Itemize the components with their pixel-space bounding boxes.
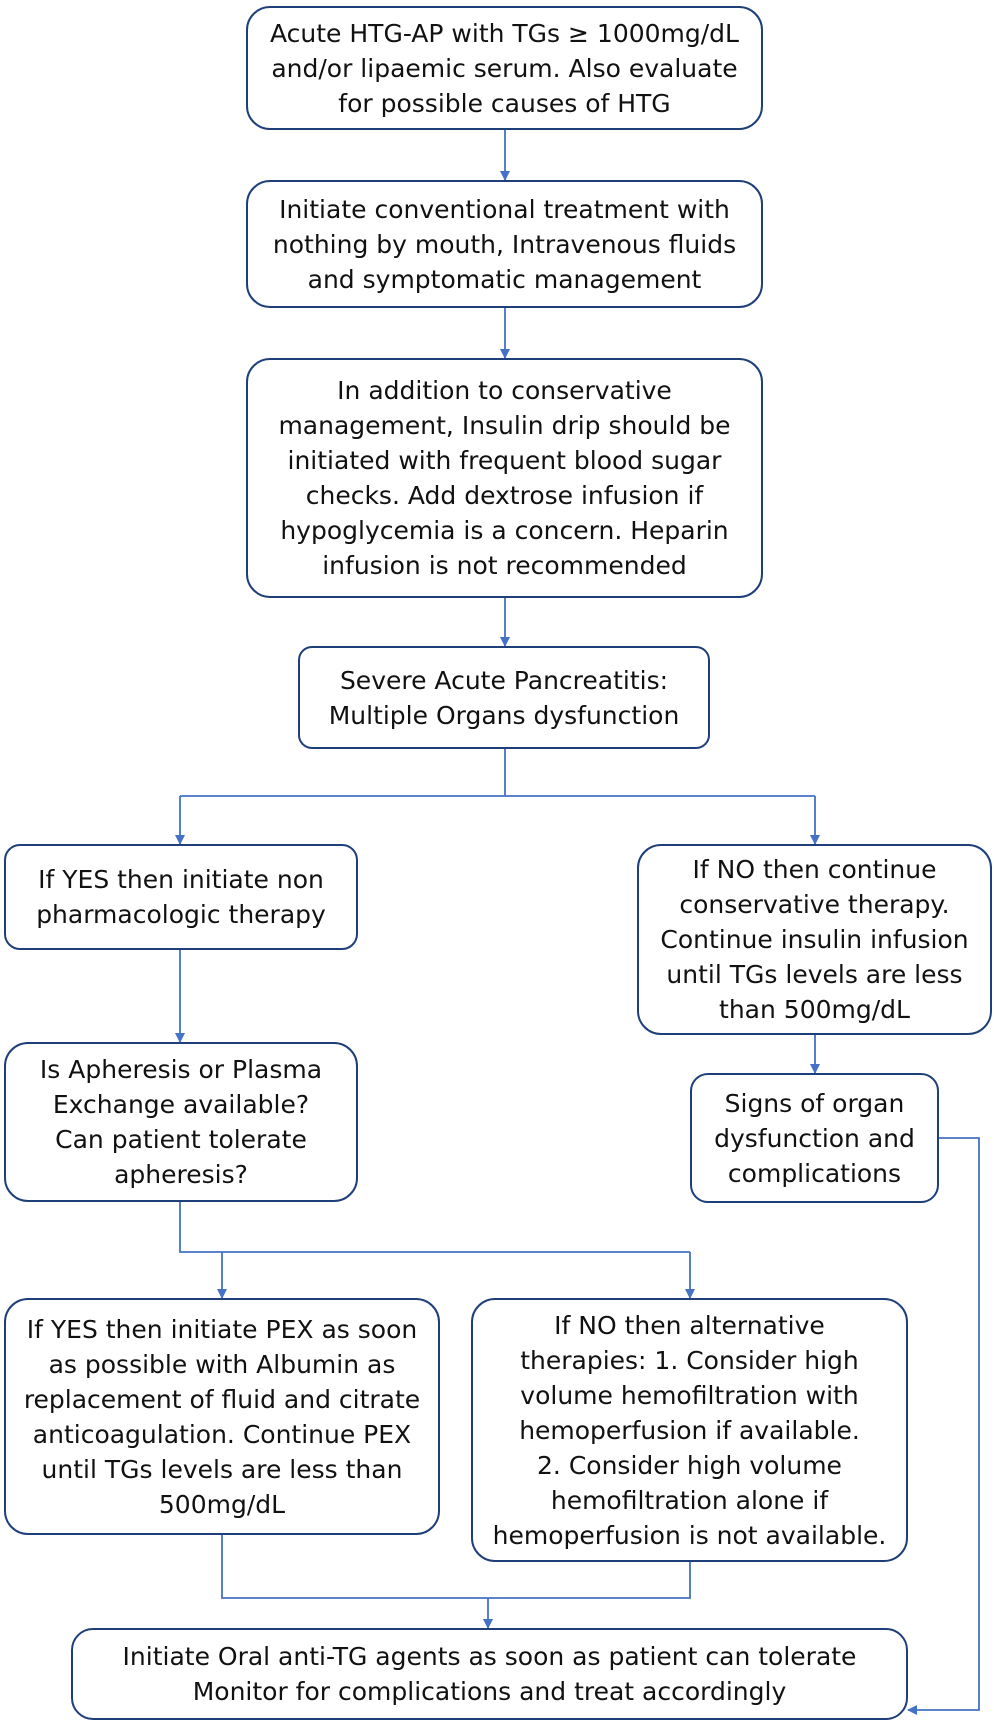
- node-conventional: Initiate conventional treatment with not…: [246, 180, 763, 308]
- edge-organ-signs-to-oral: [907, 1137, 980, 1715]
- node-apheresis-question-line-4: apheresis?: [114, 1160, 248, 1189]
- node-no-conservative: If NO then continue conservative therapy…: [637, 844, 992, 1035]
- edge-pex-to-oral: [221, 1535, 488, 1599]
- node-pex-line-2: as possible with Albumin as: [48, 1349, 396, 1379]
- node-start: Acute HTG-AP with TGs ≥ 1000mg/dL and/or…: [246, 6, 763, 130]
- node-no-conservative-line-2: conservative therapy.: [679, 890, 950, 919]
- node-organ-signs-line-1: Signs of organ: [724, 1088, 905, 1118]
- node-insulin-line-3: initiated with frequent blood sugar: [287, 446, 722, 475]
- node-organ-signs: Signs of organ dysfunction and complicat…: [690, 1073, 939, 1203]
- node-alternative-line-3: volume hemofiltration with: [520, 1380, 859, 1410]
- node-severe-line-2: Multiple Organs dysfunction: [328, 700, 680, 730]
- node-yes-nonpharm-line-2: pharmacologic therapy: [36, 900, 326, 929]
- node-pex-line-5: until TGs levels are less than: [41, 1454, 403, 1484]
- node-apheresis-question-line-2: Exchange available?: [52, 1090, 310, 1119]
- edge-alternative-to-oral: [488, 1562, 691, 1599]
- node-alternative-line-7: hemoperfusion is not available.: [492, 1520, 887, 1550]
- edge-apheresis-split: [179, 1202, 690, 1253]
- node-severe: Severe Acute Pancreatitis: Multiple Orga…: [298, 646, 710, 749]
- node-pex-line-4: anticoagulation. Continue PEX: [32, 1419, 412, 1449]
- node-pex-line-1: If YES then initiate PEX as soon: [26, 1314, 418, 1344]
- edge-severe-split: [180, 749, 815, 797]
- node-oral-line-2: Monitor for complications and treat acco…: [192, 1677, 787, 1706]
- node-conventional-line-1: Initiate conventional treatment with: [279, 194, 730, 224]
- node-insulin-line-1: In addition to conservative: [337, 376, 672, 405]
- node-apheresis-question-line-3: Can patient tolerate: [55, 1125, 307, 1154]
- node-alternative-line-1: If NO then alternative: [554, 1310, 825, 1340]
- node-organ-signs-line-3: complications: [727, 1158, 902, 1188]
- node-insulin-line-2: management, Insulin drip should be: [278, 411, 731, 440]
- node-conventional-line-3: and symptomatic management: [307, 264, 702, 294]
- node-yes-nonpharm: If YES then initiate non pharmacologic t…: [4, 844, 358, 950]
- node-no-conservative-line-3: Continue insulin infusion: [660, 925, 969, 954]
- node-apheresis-question-line-1: Is Apheresis or Plasma: [39, 1055, 323, 1084]
- node-conventional-line-2: nothing by mouth, Intravenous fluids: [272, 229, 737, 259]
- node-start-line-3: for possible causes of HTG: [338, 88, 671, 118]
- node-insulin-line-6: infusion is not recommended: [322, 551, 687, 580]
- node-pex: If YES then initiate PEX as soon as poss…: [4, 1298, 440, 1535]
- node-alternative-line-5: 2. Consider high volume: [537, 1450, 842, 1480]
- node-alternative: If NO then alternative therapies: 1. Con…: [471, 1298, 908, 1562]
- node-insulin-line-5: hypoglycemia is a concern. Heparin: [280, 516, 729, 545]
- node-pex-line-3: replacement of fluid and citrate: [23, 1384, 421, 1414]
- node-severe-line-1: Severe Acute Pancreatitis:: [339, 665, 669, 695]
- node-start-line-1: Acute HTG-AP with TGs ≥ 1000mg/dL: [270, 18, 739, 48]
- node-no-conservative-line-1: If NO then continue: [692, 855, 937, 884]
- node-alternative-line-6: hemofiltration alone if: [550, 1485, 829, 1515]
- node-no-conservative-line-5: than 500mg/dL: [719, 995, 910, 1024]
- node-pex-line-6: 500mg/dL: [158, 1489, 286, 1519]
- node-organ-signs-line-2: dysfunction and: [714, 1123, 915, 1153]
- node-yes-nonpharm-line-1: If YES then initiate non: [38, 865, 324, 894]
- node-oral: Initiate Oral anti-TG agents as soon as …: [71, 1628, 908, 1720]
- node-alternative-line-2: therapies: 1. Consider high: [520, 1345, 859, 1375]
- node-alternative-line-4: hemoperfusion if available.: [519, 1415, 860, 1445]
- node-start-line-2: and/or lipaemic serum. Also evaluate: [271, 53, 738, 83]
- node-oral-line-1: Initiate Oral anti-TG agents as soon as …: [122, 1642, 857, 1671]
- node-apheresis-question: Is Apheresis or Plasma Exchange availabl…: [4, 1042, 358, 1202]
- node-insulin: In addition to conservative management, …: [246, 358, 763, 598]
- node-insulin-line-4: checks. Add dextrose infusion if: [305, 481, 704, 510]
- node-no-conservative-line-4: until TGs levels are less: [666, 960, 963, 989]
